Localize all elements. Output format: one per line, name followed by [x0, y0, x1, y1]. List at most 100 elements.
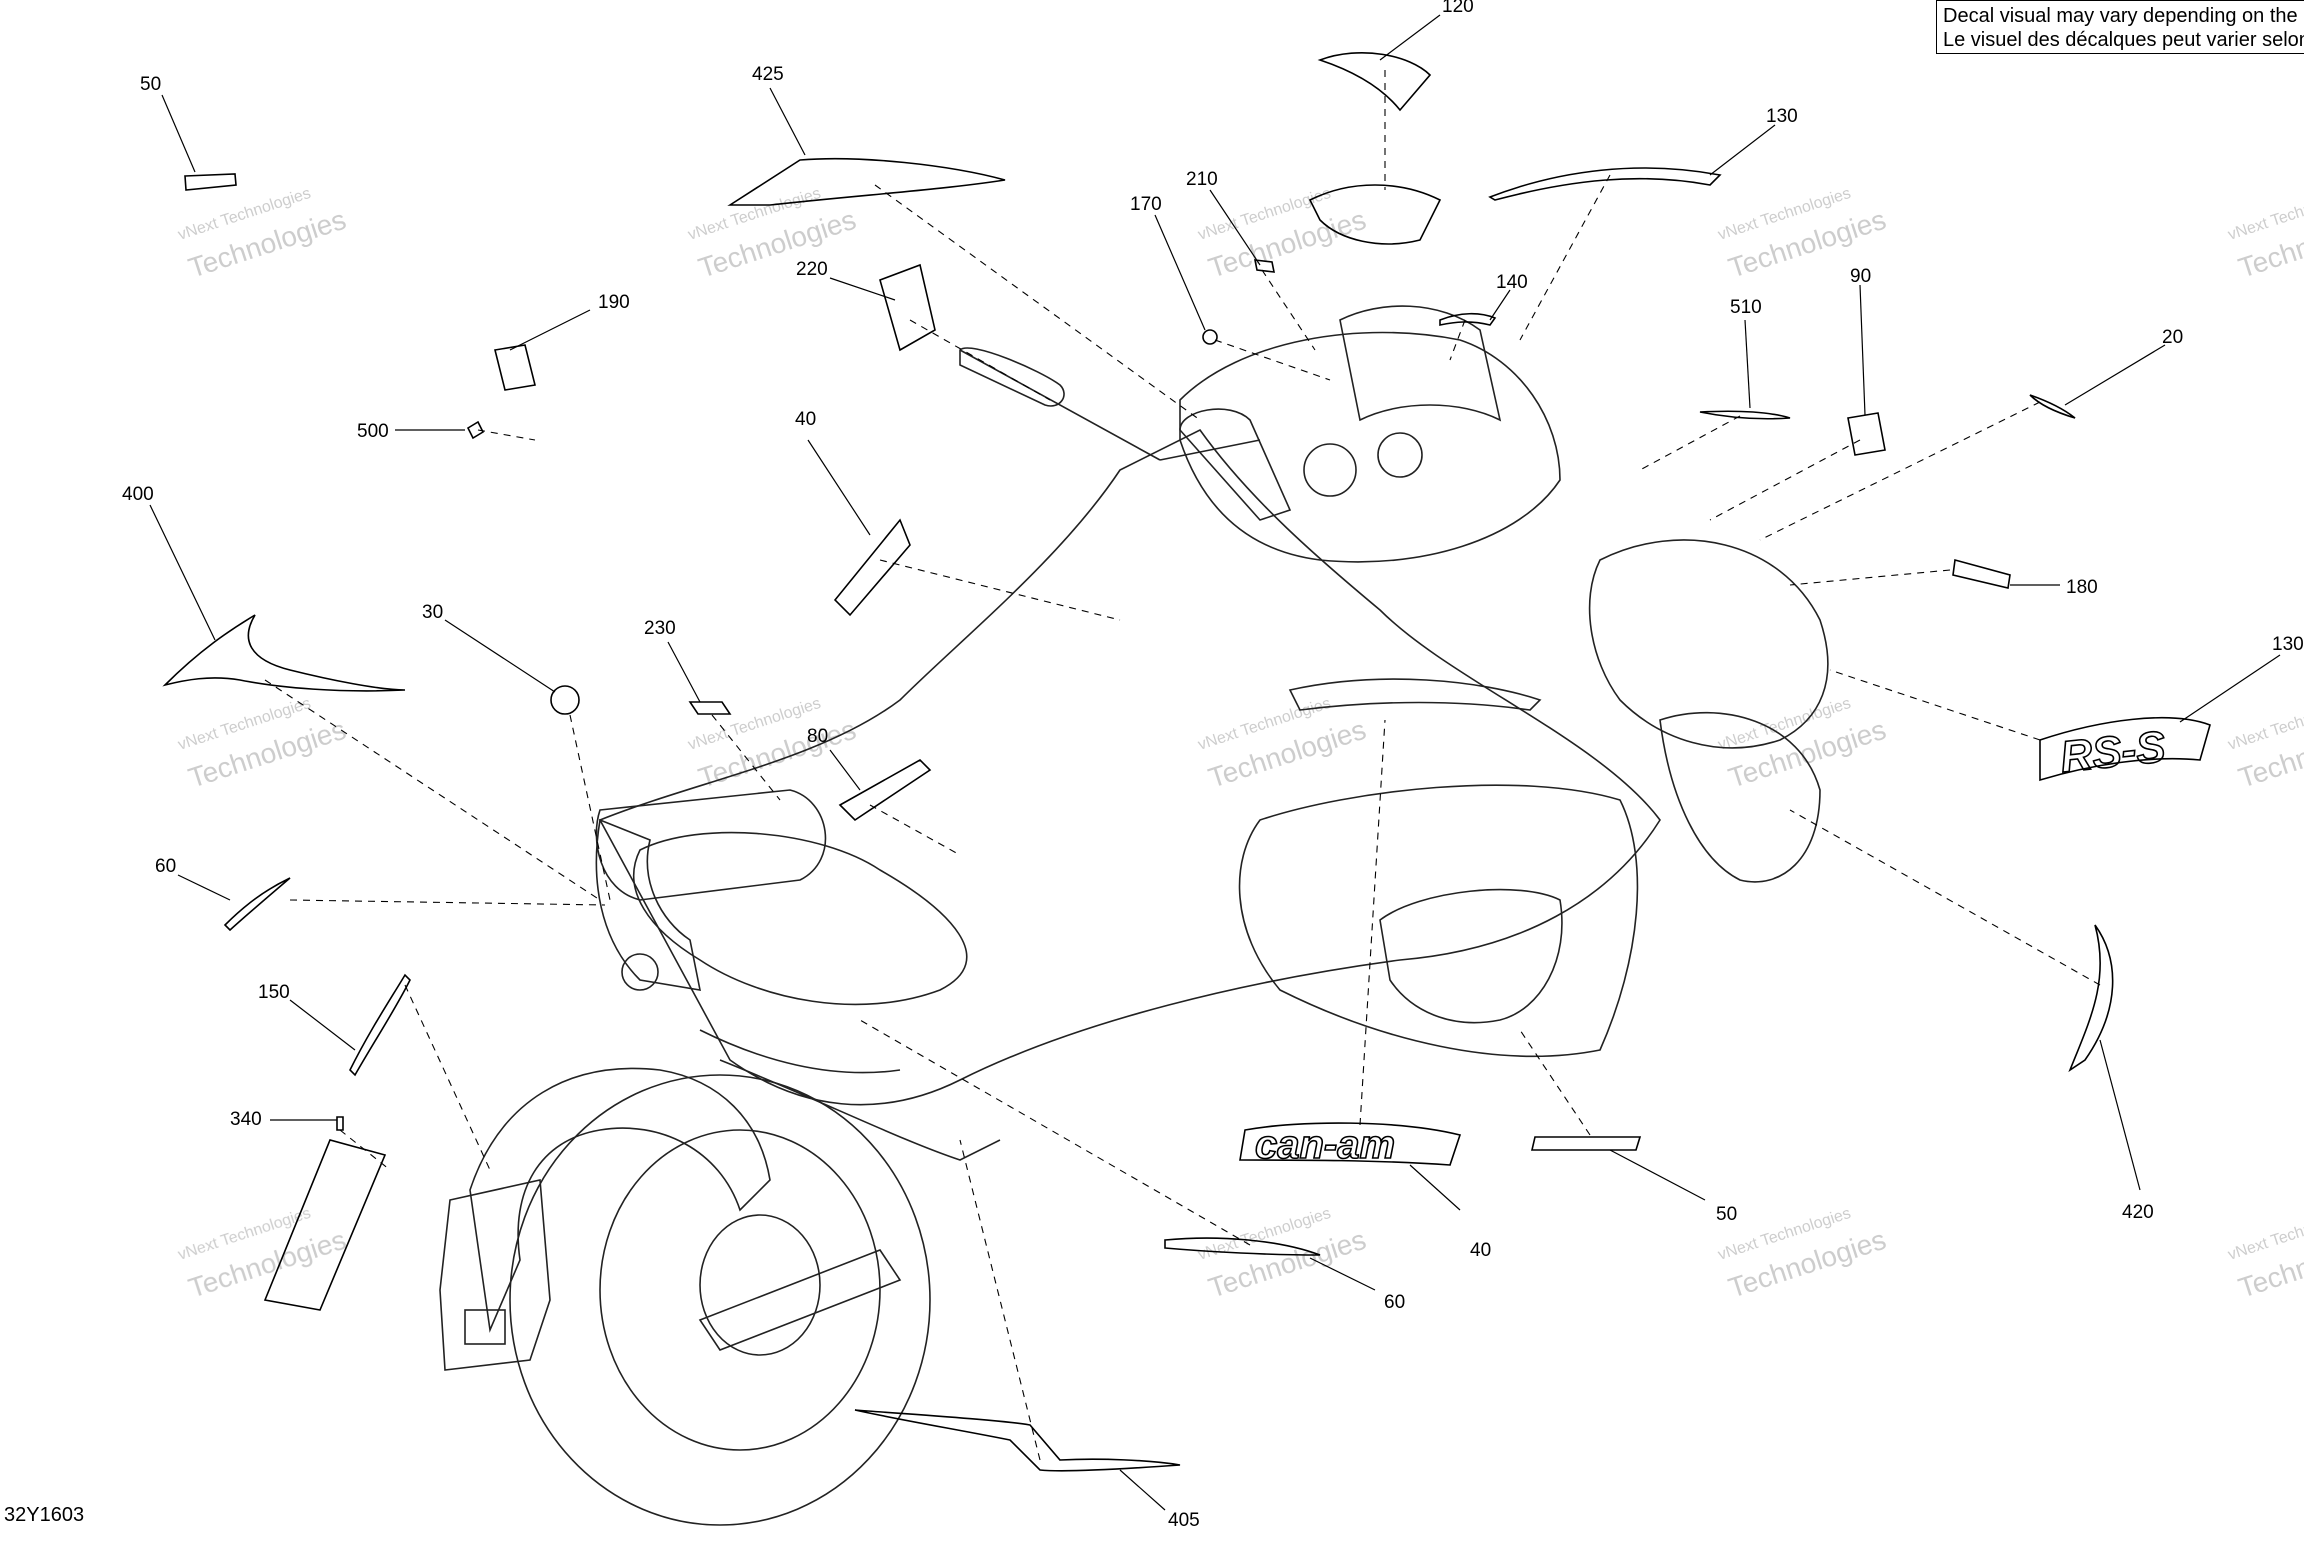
assembly-line	[711, 714, 781, 801]
assembly-line	[1519, 174, 1611, 341]
note-line-fr: Le visuel des décalques peut varier selo…	[1943, 29, 2304, 51]
callout-label: 30	[422, 602, 443, 623]
leader-line	[829, 749, 861, 791]
vehicle-body	[439, 305, 1829, 1526]
swing-arm	[698, 1249, 902, 1351]
assembly-lines	[264, 70, 2101, 1461]
leader-line	[1489, 289, 1511, 321]
assembly-line	[1789, 809, 2101, 986]
leader-line	[1209, 189, 1261, 266]
callout-label: 400	[122, 484, 154, 505]
leader-line	[444, 619, 556, 693]
decal-425	[727, 157, 1006, 206]
callout-label: 230	[644, 618, 676, 639]
assembly-line	[477, 429, 536, 441]
callout-labels: 120 50 425 130 170 210 220 140 190 90 51…	[122, 0, 2304, 1531]
callout-label: 510	[1730, 297, 1762, 318]
assembly-line	[959, 1139, 1041, 1461]
assembly-line	[879, 559, 1121, 621]
decal-130-top	[1488, 167, 1722, 201]
callout-label: 405	[1168, 1510, 1200, 1531]
leader-line	[2179, 654, 2281, 723]
diagram-id: 32Y1603	[4, 1504, 85, 1526]
decal-130-rss	[2039, 717, 2211, 782]
handlebar-grip	[959, 349, 1261, 461]
gauge	[1303, 443, 1357, 497]
mirror-stalk	[1179, 408, 1292, 521]
decal-80	[838, 759, 932, 822]
callout-label: 60	[155, 856, 176, 877]
decal-50-bottom	[1530, 1136, 1642, 1151]
handlebar-console	[1179, 331, 1561, 563]
note-line-en: Decal visual may vary depending on the	[1943, 5, 2298, 27]
callout-label: 150	[258, 982, 290, 1003]
decal-180	[1952, 558, 2011, 589]
front-bumper	[1659, 711, 1821, 883]
callout-label: 420	[2122, 1202, 2154, 1223]
leader-line	[1609, 1149, 1706, 1201]
license-plate-bracket	[439, 1179, 551, 1371]
assembly-line	[569, 714, 611, 901]
gauge	[1377, 432, 1423, 478]
callout-label: 190	[598, 292, 630, 313]
grab-handle	[595, 818, 702, 991]
callout-label: 60	[1384, 1292, 1405, 1313]
callout-label: 210	[1186, 169, 1218, 190]
leader-line	[1709, 124, 1776, 176]
callout-label: 120	[1442, 0, 1474, 17]
decal-405	[854, 1409, 1181, 1472]
decal-510	[1699, 410, 1791, 420]
leader-lines	[149, 14, 2281, 1511]
callout-label: 40	[795, 409, 816, 430]
decal-170	[1202, 329, 1218, 345]
rear-wheel-rim	[599, 1129, 881, 1451]
decal-variation-note: Decal visual may vary depending on the L…	[1936, 0, 2304, 54]
windshield	[1339, 305, 1502, 422]
callout-label: 170	[1130, 194, 1162, 215]
decal-120	[1317, 51, 1432, 112]
decal-340	[336, 1116, 344, 1131]
handlebar-grip-left	[959, 347, 1065, 407]
callout-label: 50	[140, 74, 161, 95]
decal-canam	[1239, 1122, 1462, 1166]
leader-line	[829, 277, 896, 301]
decal-210	[1253, 259, 1276, 273]
leader-line	[289, 999, 356, 1051]
decal-190	[494, 344, 536, 391]
callout-label: 425	[752, 64, 784, 85]
assembly-line	[1759, 401, 2041, 541]
leader-line	[1309, 1257, 1376, 1291]
leader-line	[769, 87, 806, 156]
leader-line	[2099, 1039, 2141, 1191]
assembly-line	[339, 1129, 391, 1171]
leader-line	[1409, 1164, 1461, 1211]
assembly-line	[1789, 569, 1951, 586]
callout-label: 140	[1496, 272, 1528, 293]
leader-line	[1859, 284, 1866, 416]
callout-label: 130	[2272, 634, 2304, 655]
rear-wheel	[509, 1074, 931, 1526]
assembly-line	[869, 804, 961, 856]
leader-line	[177, 874, 231, 901]
decal-340-card	[263, 1139, 387, 1311]
leader-line	[667, 641, 701, 703]
callout-label: 90	[1850, 266, 1871, 287]
decal-150	[349, 973, 411, 1077]
callout-label: 50	[1716, 1204, 1737, 1225]
hood-accent	[1288, 678, 1542, 711]
callout-label: 130	[1766, 106, 1798, 127]
assembly-line	[264, 679, 601, 901]
decal-400	[162, 614, 406, 692]
assembly-line	[1829, 669, 2041, 741]
leader-line	[1154, 214, 1206, 331]
rear-fender	[469, 1067, 771, 1333]
footrest	[699, 1029, 901, 1074]
assembly-line	[859, 1019, 1251, 1246]
leader-line	[807, 439, 871, 536]
decal-90	[1847, 412, 1886, 456]
callout-label: 500	[357, 421, 389, 442]
assembly-line	[289, 899, 606, 906]
